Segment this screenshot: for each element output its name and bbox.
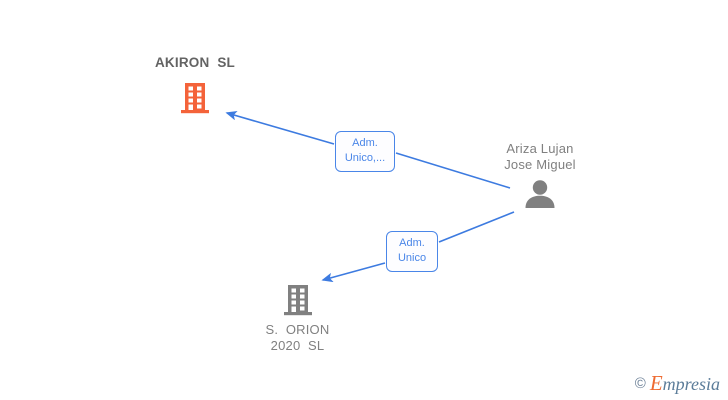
node-person-label-line2: Jose Miguel xyxy=(504,157,576,172)
node-akiron-label: AKIRON SL xyxy=(154,55,235,70)
building-icon xyxy=(181,83,209,114)
node-akiron-sl[interactable]: AKIRON SL xyxy=(120,55,270,115)
person-icon xyxy=(525,180,555,208)
edge-label-adm-unico-akiron[interactable]: Adm. Unico,... xyxy=(335,131,395,172)
edge-label-adm-unico-orion[interactable]: Adm. Unico xyxy=(386,231,438,272)
node-ariza-lujan-jose-miguel[interactable]: Ariza Lujan Jose Miguel xyxy=(470,141,610,209)
node-orion-label-line2: 2020 SL xyxy=(270,338,325,353)
watermark-empresia: © Empresia xyxy=(634,371,720,395)
watermark-brand-initial: E xyxy=(649,371,663,395)
copyright-icon: © xyxy=(634,374,646,392)
watermark-brand: Empresia xyxy=(649,371,720,395)
node-person-label-line1: Ariza Lujan xyxy=(506,141,574,156)
node-orion-label-line1: S. ORION xyxy=(265,322,330,337)
watermark-brand-rest: mpresia xyxy=(662,374,720,394)
building-icon xyxy=(283,285,312,316)
node-s-orion-2020-sl[interactable]: S. ORION 2020 SL xyxy=(230,281,365,354)
